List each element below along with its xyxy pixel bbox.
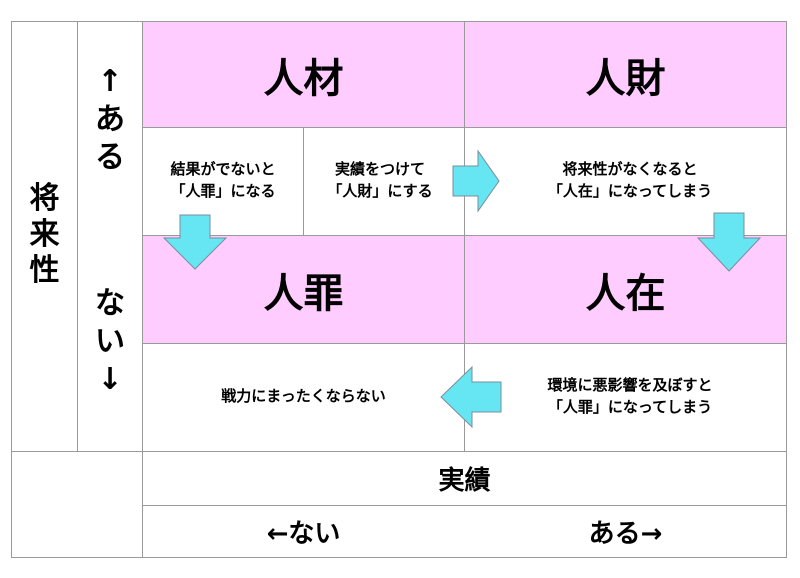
performance-low-label: ←ない xyxy=(266,519,341,549)
axis-char: ↑ xyxy=(97,64,123,99)
future-potential-high-label: ↑ あ る xyxy=(78,63,142,183)
future-potential-axis-title: 将 来 性 xyxy=(12,160,77,310)
transition-line: 戦力にまったくならない xyxy=(221,387,386,405)
axis-char: ↓ xyxy=(97,362,123,397)
transition-text-to-top-right: 実績をつけて 「人財」にする xyxy=(304,149,456,211)
transition-line: 環境に悪影響を及ぼすと xyxy=(547,376,713,394)
bottom-left-description: 戦力にまったくならない xyxy=(143,365,464,427)
axis-title-char: 性 xyxy=(29,253,60,288)
transition-line: 「人財」にする xyxy=(327,182,433,200)
axis-char: あ xyxy=(95,102,125,137)
quadrant-title-bottom-right: 人在 xyxy=(585,270,666,317)
performance-high-label: ある→ xyxy=(588,519,663,549)
future-potential-low-label: な い ↓ xyxy=(78,285,142,405)
arrow-down-icon xyxy=(162,214,228,270)
axis-title-char: 将 xyxy=(29,181,60,216)
transition-text-to-bottom-left: 結果がでないと 「人罪」になる xyxy=(143,149,303,211)
transition-line: 結果がでないと xyxy=(170,160,276,178)
transition-line: 「人罪」になってしまう xyxy=(547,398,713,416)
transition-text-to-bottom-left-from-right: 環境に悪影響を及ぼすと 「人罪」になってしまう xyxy=(500,365,760,427)
quadrant-title-top-left: 人材 xyxy=(263,55,344,102)
axis-char: る xyxy=(95,140,125,175)
transition-line: 「人罪」になる xyxy=(170,182,276,200)
arrow-right-icon xyxy=(452,149,500,213)
transition-line: 将来性がなくなると xyxy=(562,160,698,178)
arrow-down-icon xyxy=(696,212,762,272)
axis-title-char: 来 xyxy=(29,217,60,252)
axis-char: い xyxy=(95,324,125,359)
quadrant-title-top-right: 人財 xyxy=(585,55,666,102)
transition-line: 実績をつけて xyxy=(334,160,425,178)
arrow-left-icon xyxy=(440,365,502,429)
performance-axis-title: 実績 xyxy=(438,466,491,496)
axis-char: な xyxy=(95,286,125,321)
transition-text-to-bottom-right: 将来性がなくなると 「人在」になってしまう xyxy=(500,149,760,211)
transition-line: 「人在」になってしまう xyxy=(547,182,713,200)
quadrant-title-bottom-left: 人罪 xyxy=(263,270,344,317)
